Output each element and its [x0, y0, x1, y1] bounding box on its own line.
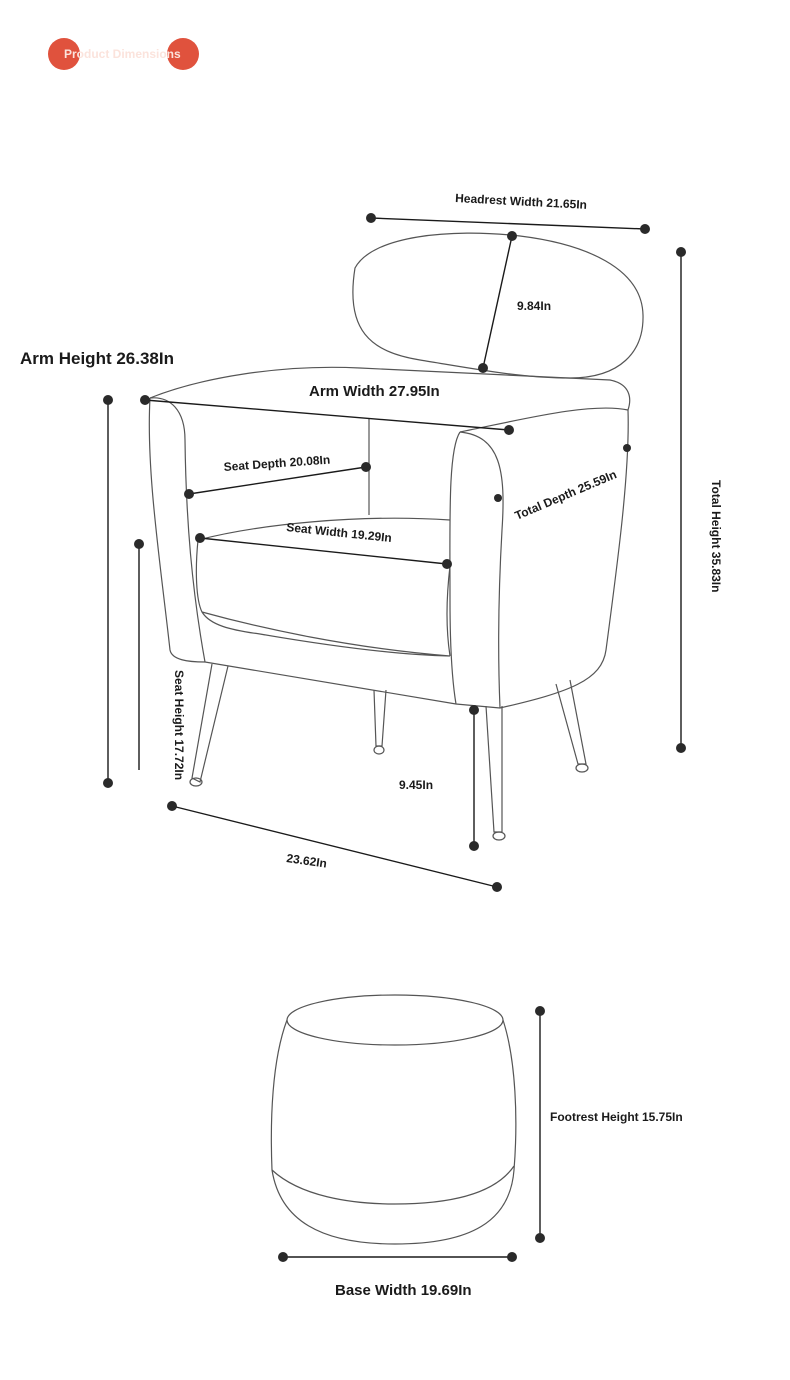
footrest-height-label: Footrest Height 15.75In [550, 1110, 683, 1124]
dim-dot [492, 882, 502, 892]
arm-height-label: Arm Height 26.38In [20, 349, 174, 368]
leg-foot-front-left [189, 777, 203, 787]
total-depth-label: Total Depth 25.59In [513, 467, 619, 523]
dim-dot [623, 444, 631, 452]
headrest-width-label: Headrest Width 21.65In [455, 191, 587, 212]
dim-dot [278, 1252, 288, 1262]
chair-front-base [204, 661, 501, 709]
leg-back-left [373, 689, 387, 747]
arm-width-line [144, 399, 510, 431]
dim-dot [184, 489, 194, 499]
leg-front-left [191, 663, 229, 783]
seat-width-line [199, 537, 448, 565]
dim-dot [195, 533, 205, 543]
dim-dot [442, 559, 452, 569]
dim-dot [507, 231, 517, 241]
headrest-height-line [482, 235, 513, 369]
dim-dot [103, 778, 113, 788]
chair-right-side [499, 409, 629, 709]
footrest-body [270, 1019, 517, 1245]
dim-dot [134, 539, 144, 549]
headrest-width-line [370, 217, 646, 230]
right-arm-front [449, 431, 504, 709]
badge-dot-left [48, 38, 80, 70]
dim-dot [469, 705, 479, 715]
armchair-illustration [148, 232, 644, 841]
product-dimensions-badge: Product Dimensions [48, 38, 199, 70]
total-height-label: Total Height 35.83In [709, 480, 723, 592]
seat-depth-label: Seat Depth 20.08In [223, 453, 330, 474]
dimension-lines [103, 213, 686, 1262]
badge-label: Product Dimensions [64, 47, 181, 61]
dimension-labels: Headrest Width 21.65In 9.84In Arm Height… [20, 191, 723, 1299]
dim-dot [504, 425, 514, 435]
dim-dot [507, 1252, 517, 1262]
footrest-band [271, 1165, 515, 1205]
left-arm [148, 397, 206, 663]
footrest-illustration [270, 994, 517, 1245]
leg-foot-back-right [575, 763, 589, 773]
headrest-height-label: 9.84In [517, 299, 551, 313]
headrest-outline [352, 232, 644, 379]
arm-width-label: Arm Width 27.95In [309, 383, 440, 400]
dim-dot [103, 395, 113, 405]
seat-width-label: Seat Width 19.29In [286, 520, 393, 545]
dim-dot [469, 841, 479, 851]
chair-base-depth-line [171, 805, 498, 888]
dim-dot [361, 462, 371, 472]
badge-dot-right [167, 38, 199, 70]
chair-base-depth-label: 23.62In [286, 851, 328, 871]
dim-dot [494, 494, 502, 502]
dim-dot [640, 224, 650, 234]
leg-foot-back-left [373, 745, 385, 755]
leg-front-right [485, 705, 503, 833]
dim-dot [676, 743, 686, 753]
dim-dot [140, 395, 150, 405]
footrest-top [286, 994, 504, 1046]
seat-height-label: Seat Height 17.72In [172, 670, 186, 780]
base-width-label: Base Width 19.69In [335, 1282, 472, 1299]
leg-foot-front-right [492, 831, 506, 841]
dim-dot [535, 1233, 545, 1243]
dim-dot [535, 1006, 545, 1016]
seat-cushion [195, 517, 451, 657]
dim-dot [366, 213, 376, 223]
dim-dot [167, 801, 177, 811]
dim-dot [478, 363, 488, 373]
dim-dot [676, 247, 686, 257]
leg-back-right [555, 679, 587, 765]
seat-depth-line [188, 466, 367, 495]
chair-back-top [149, 366, 631, 411]
leg-height-label: 9.45In [399, 778, 433, 792]
